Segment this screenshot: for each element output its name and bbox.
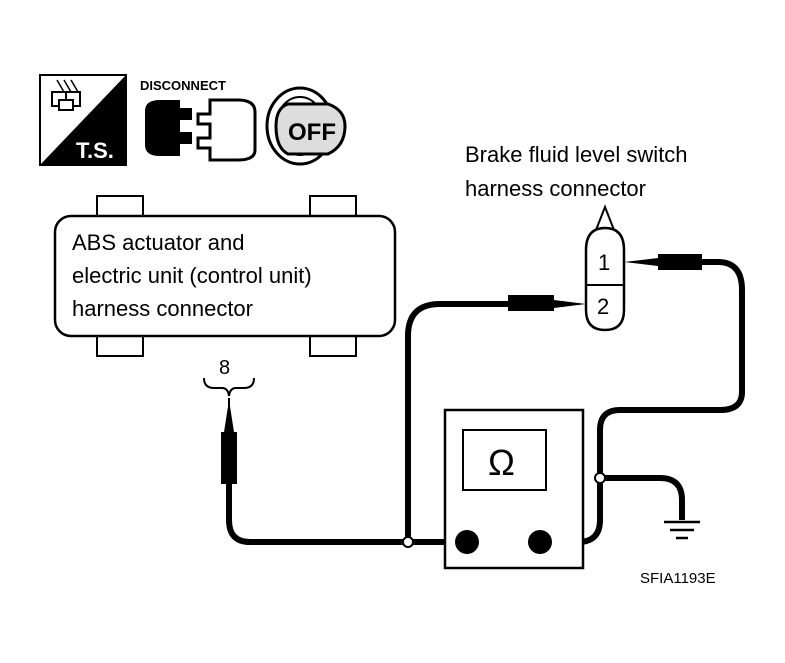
abs-terminal-8: 8 bbox=[203, 357, 255, 397]
brake-connector-label-line-1: Brake fluid level switch bbox=[465, 142, 688, 167]
junction-left bbox=[402, 536, 414, 548]
probe-pin-1 bbox=[624, 254, 702, 270]
ohmmeter: Ω bbox=[443, 408, 585, 570]
figure-code: SFIA1193E bbox=[640, 570, 716, 587]
disconnect-icon: DISCONNECT bbox=[140, 78, 257, 162]
probe-pin-2 bbox=[508, 295, 586, 311]
meter-terminal-left bbox=[455, 530, 479, 554]
meter-terminal-right bbox=[528, 530, 552, 554]
abs-pin-number: 8 bbox=[219, 357, 230, 379]
disconnect-label: DISCONNECT bbox=[140, 78, 226, 93]
ts-label: T.S. bbox=[76, 138, 114, 163]
junction-right bbox=[594, 472, 606, 484]
abs-actuator-connector: ABS actuator and electric unit (control … bbox=[53, 195, 397, 357]
ohm-symbol: Ω bbox=[488, 442, 515, 483]
ground-icon bbox=[664, 520, 700, 540]
test-leads bbox=[226, 259, 745, 545]
ignition-off-icon: OFF bbox=[265, 86, 347, 166]
brake-connector-label-line-2: harness connector bbox=[465, 176, 646, 201]
abs-connector-label-line-1: ABS actuator and bbox=[72, 230, 244, 255]
abs-connector-label-line-3: harness connector bbox=[72, 296, 253, 321]
brake-pin-2: 2 bbox=[597, 294, 609, 319]
brake-pin-1: 1 bbox=[598, 250, 610, 275]
brake-fluid-switch-connector: Brake fluid level switch harness connect… bbox=[465, 142, 688, 332]
probe-terminal-8 bbox=[221, 398, 237, 484]
ts-icon: T.S. bbox=[39, 74, 127, 166]
abs-connector-label-line-2: electric unit (control unit) bbox=[72, 263, 312, 288]
ignition-off-label: OFF bbox=[288, 119, 336, 146]
